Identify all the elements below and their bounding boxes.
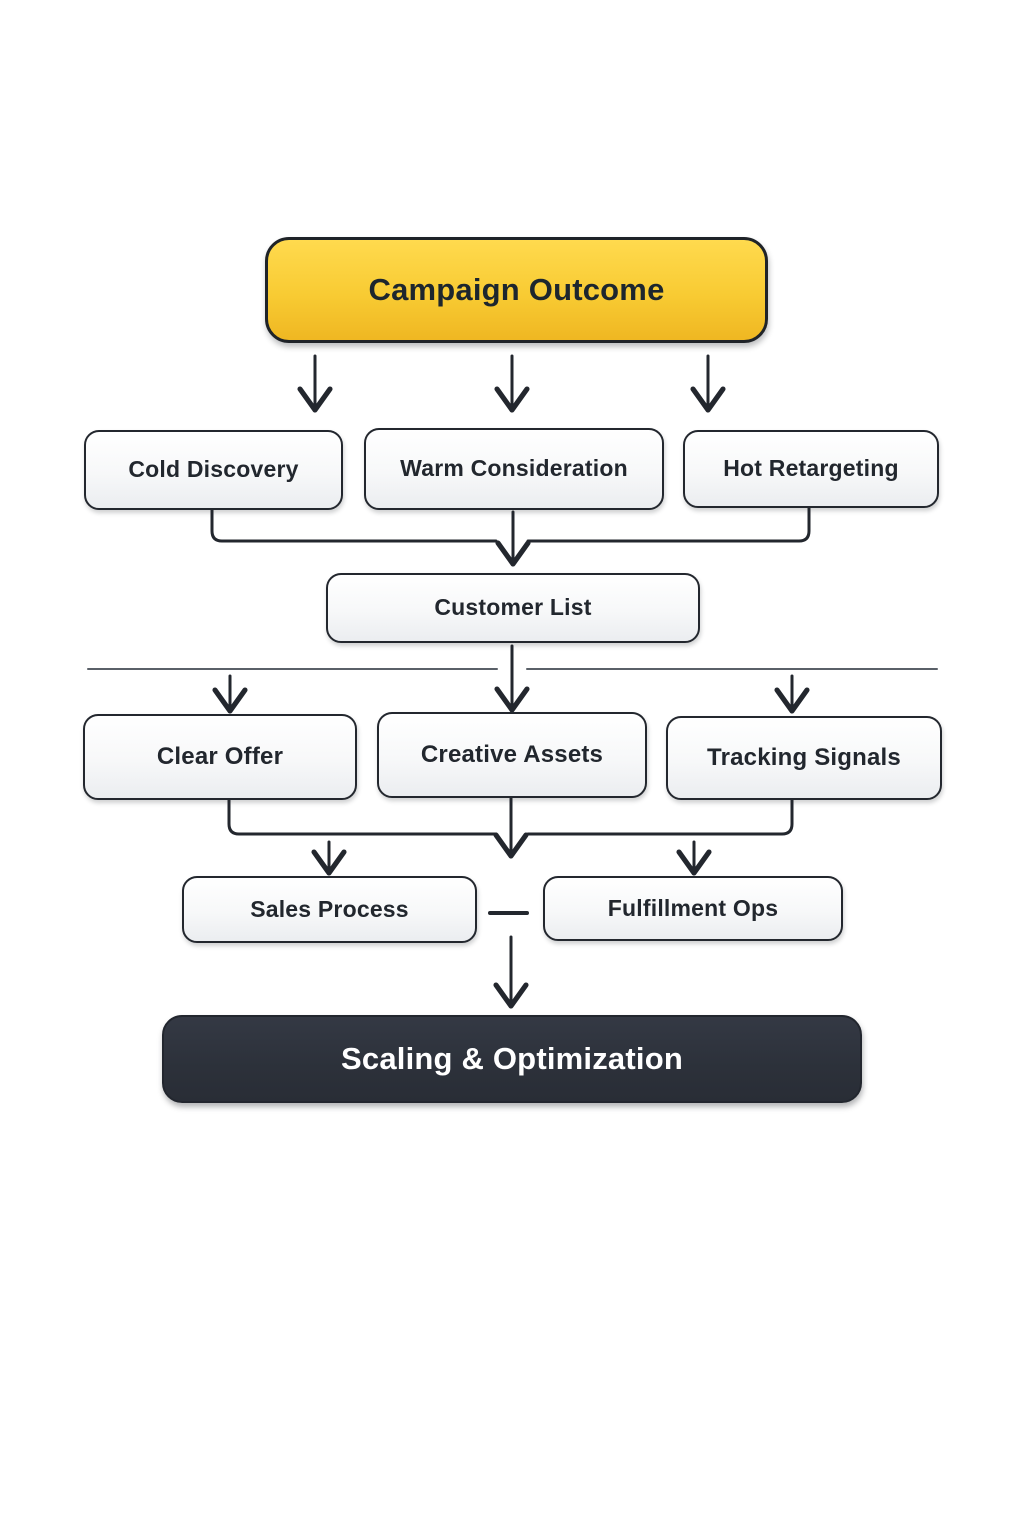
node-creative-assets: Creative Assets [377,712,647,798]
node-scaling-optimization: Scaling & Optimization [162,1015,862,1103]
node-sales-process-label: Sales Process [250,895,409,922]
node-cold-discovery: Cold Discovery [84,430,343,510]
node-sales-process: Sales Process [182,876,477,943]
node-tracking-signals-label: Tracking Signals [707,743,901,771]
node-scaling-optimization-label: Scaling & Optimization [341,1040,683,1076]
node-campaign-outcome-label: Campaign Outcome [368,271,665,307]
node-hot-retargeting: Hot Retargeting [683,430,939,508]
node-fulfillment-ops: Fulfillment Ops [543,876,843,941]
node-clear-offer: Clear Offer [83,714,357,800]
node-creative-assets-label: Creative Assets [420,740,604,768]
bracket-row2-right [526,506,811,543]
node-cold-discovery-label: Cold Discovery [128,456,299,483]
node-customer-list: Customer List [326,573,700,643]
node-warm-consideration-label: Warm Consideration [400,455,628,482]
node-customer-list-label: Customer List [434,594,592,621]
node-clear-offer-label: Clear Offer [156,742,284,770]
bracket-row2-left [210,508,498,543]
bracket-row3-right [526,798,794,836]
node-campaign-outcome: Campaign Outcome [265,237,768,343]
node-hot-retargeting-label: Hot Retargeting [723,455,899,482]
node-tracking-signals: Tracking Signals [666,716,942,800]
node-warm-consideration: Warm Consideration [364,428,664,510]
bracket-row3-left [227,798,498,836]
node-fulfillment-ops-label: Fulfillment Ops [607,894,779,921]
